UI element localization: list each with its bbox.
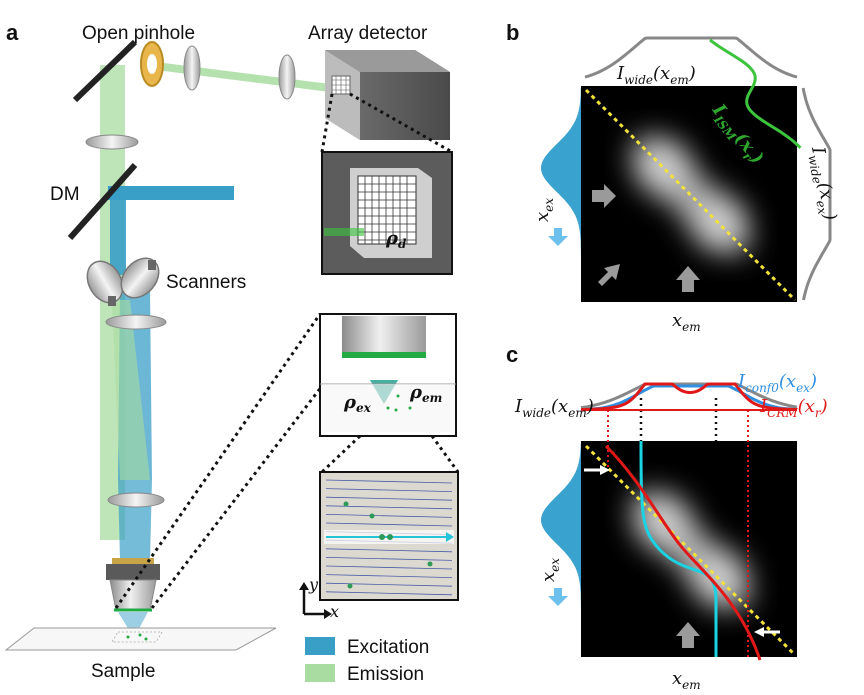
label-open-pinhole: Open pinhole: [82, 23, 195, 44]
curve-conf0-c: [580, 384, 798, 412]
legend-label-emission: Emission: [347, 664, 424, 685]
detector-pixel-grid: [358, 176, 416, 244]
emission-beam-top: [140, 60, 330, 92]
objective-ring: [112, 558, 154, 566]
scanner-motor-1: [108, 296, 116, 306]
scan-line: [325, 557, 453, 561]
diagonal-b: [584, 88, 797, 302]
scan-line: [325, 582, 453, 587]
objective-inset-lens: [342, 352, 426, 358]
zoom-line-det-left: [320, 93, 334, 153]
legend-label-excitation: Excitation: [347, 637, 429, 658]
curve-crm-image-c: [604, 444, 762, 661]
label-array-detector: Array detector: [308, 23, 428, 44]
panel-letter-a: a: [6, 20, 19, 45]
top-mirror: [72, 39, 138, 103]
tube-lens-2: [278, 54, 296, 100]
scan-line: [325, 522, 453, 527]
curve-wide-ex-b: [801, 87, 832, 301]
emission-beam-lower: [112, 300, 150, 480]
objective-collar: [106, 564, 160, 580]
zoom-line-obj-right: [150, 385, 324, 609]
zoom-line-scan-left: [320, 434, 362, 474]
arrow-down-blue-b: [548, 228, 568, 246]
label-i-wide-ex-b: Iwide(xex): [804, 144, 841, 222]
marginal-excitation-b: [541, 88, 581, 300]
excitation-beam-upper: [110, 195, 126, 275]
legend-swatch-emission: [305, 664, 335, 682]
scan-line: [325, 548, 453, 553]
label-scanners: Scanners: [166, 272, 246, 293]
pinhole-aperture: [147, 54, 157, 74]
zoom-line-scan-right: [430, 435, 460, 473]
scan-line: [325, 496, 453, 501]
sample-roi: [111, 631, 163, 643]
scanner-motor-2: [148, 260, 156, 270]
curve-wide-em-c: [580, 382, 798, 410]
label-x-ex-c: xex: [538, 558, 562, 582]
detector-inset-beam: [324, 228, 364, 236]
label-i-wide-em-b: Iwide(xem): [616, 63, 696, 87]
label-x-em-c: xem: [672, 668, 701, 692]
scan-line: [325, 565, 453, 570]
label-i-conf0-c: Iconf0(xex): [737, 371, 817, 395]
panel-b: b Iwide(xem) IISM(xr) Iwide(xex) xex: [506, 20, 841, 334]
sample-slide: [4, 627, 277, 651]
objective-inset-body: [342, 316, 426, 354]
relay-lens-1: [85, 134, 139, 150]
tube-lens-3: [107, 492, 165, 508]
diagonal-c: [584, 444, 797, 657]
zoom-line-det-right: [349, 92, 453, 154]
excitation-beam-horizontal: [108, 186, 234, 200]
excitation-beam-objective: [118, 480, 152, 560]
label-x-em-b: xem: [672, 310, 701, 334]
label-axis-y: y: [308, 575, 319, 594]
excitation-cone: [118, 612, 148, 638]
curve-ism-b: [709, 38, 802, 149]
panel-a: a: [4, 20, 460, 685]
scan-line: [325, 488, 453, 492]
curve-wide-em-b: [584, 36, 798, 79]
panel-letter-c: c: [506, 342, 518, 367]
dichroic-mirror: [67, 163, 138, 240]
arrow-up-c: [676, 622, 700, 648]
label-dm: DM: [50, 184, 80, 205]
arrow-down-blue-c: [548, 588, 568, 606]
label-x-ex-b: xex: [532, 198, 556, 222]
arrow-diag-b: [598, 264, 620, 286]
arrow-up-b: [676, 266, 700, 292]
scan-lens: [105, 314, 167, 330]
scan-line: [325, 514, 453, 518]
legend-swatch-excitation: [305, 637, 335, 655]
panel-letter-b: b: [506, 20, 519, 45]
scan-line: [325, 479, 453, 484]
arrow-right-b: [592, 184, 616, 208]
scan-line: [325, 591, 453, 596]
scan-line: [325, 505, 453, 510]
scan-line: [325, 574, 453, 578]
curve-crm-c: [581, 382, 798, 412]
label-i-wide-em-c: Iwide(xem): [514, 396, 594, 420]
panel-c: c Iwide(xem) Iconf0(xex) ICRM(: [506, 342, 828, 692]
label-sample: Sample: [91, 661, 155, 682]
label-axis-x: x: [330, 602, 339, 621]
tube-lens-1: [183, 45, 201, 91]
marginal-excitation-c: [541, 444, 581, 656]
